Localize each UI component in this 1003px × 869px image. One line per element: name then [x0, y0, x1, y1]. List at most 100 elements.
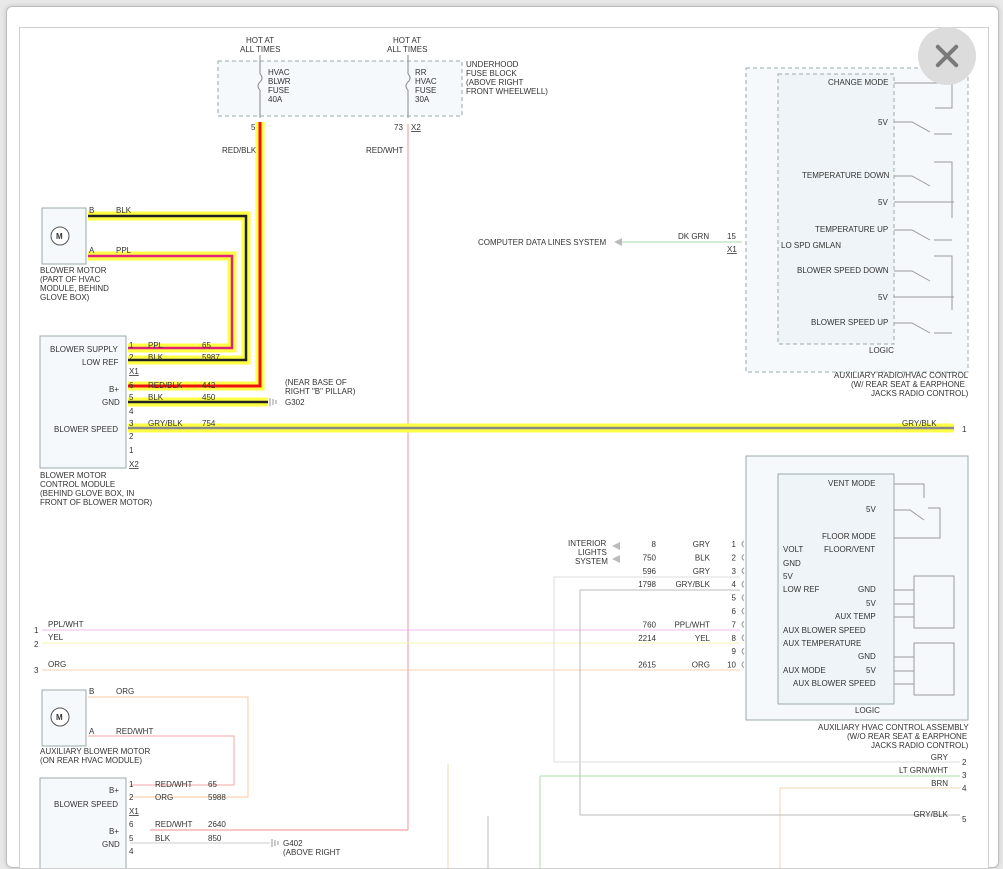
highlighted-blower-circuit: [88, 122, 954, 433]
aux-hvac-gnd: GND: [783, 559, 801, 568]
aux-hvac-5v: 5V: [866, 505, 876, 514]
aux-module-circuit6: 2640: [208, 820, 226, 829]
aux-hvac-5v-pin: 5V: [783, 572, 793, 581]
aux-motor-wire-a: RED/WHT: [116, 727, 153, 736]
aux-hvac-pin: 5: [732, 594, 737, 603]
bmcm-blower-speed: BLOWER SPEED: [54, 425, 118, 434]
aux-hvac-pin: 4: [732, 580, 737, 589]
arrow-interior-2: [612, 555, 620, 563]
aux-hvac-aux-mode: AUX MODE: [783, 666, 826, 675]
bmcm-wire1: PPL: [148, 341, 164, 350]
fuse-block-label-2: FUSE BLOCK: [466, 69, 517, 78]
aux-radio-label-1: AUXILIARY RADIO/HVAC CONTROL: [834, 371, 969, 380]
bottom-right-wire-label: GRY/BLK: [913, 810, 948, 819]
connector-symbol: [741, 621, 745, 628]
aux-hvac-wire-color: ORG: [692, 661, 710, 670]
connector-symbol: [741, 554, 745, 561]
aux-hvac-vent-mode: VENT MODE: [828, 479, 875, 488]
bmcm-circuit5: 450: [202, 393, 216, 402]
interior-lights-3: SYSTEM: [575, 557, 608, 566]
aux-hvac-pin: 7: [732, 620, 737, 629]
bmcm-label-2: CONTROL MODULE: [40, 480, 115, 489]
aux-hvac-5v-r1: 5V: [866, 599, 876, 608]
bmcm-pin6: 6: [129, 381, 134, 390]
fuse2-line4: 30A: [415, 95, 430, 104]
aux-hvac-aux-temp: AUX TEMP: [835, 612, 876, 621]
fuse-block-label-3: (ABOVE RIGHT: [466, 78, 523, 87]
aux-hvac-wire-color: GRY: [693, 540, 711, 549]
bmcm-wire6: RED/BLK: [148, 381, 183, 390]
aux-radio-temp-up: TEMPERATURE UP: [815, 225, 888, 234]
aux-hvac-volt: VOLT: [783, 545, 803, 554]
wire-aux-org: [88, 696, 249, 798]
bmcm-circuit3: 754: [202, 419, 216, 428]
aux-hvac-aux-temperature: AUX TEMPERATURE: [783, 639, 861, 648]
wire-gry-down: [553, 576, 740, 762]
fuse-symbol-1: [257, 73, 263, 91]
bmcm-pin5: 5: [129, 393, 134, 402]
aux-radio-5v-c: 5V: [878, 293, 888, 302]
ground-g402-note: (ABOVE RIGHT: [283, 848, 340, 857]
aux-radio-x1: X1: [727, 245, 737, 254]
interior-lights-2: LIGHTS: [578, 548, 607, 557]
arrow-interior-1: [612, 542, 620, 550]
aux-radio-change-mode: CHANGE MODE: [828, 78, 888, 87]
bmcm-circuit6: 442: [202, 381, 216, 390]
hot-label-2b: ALL TIMES: [387, 45, 427, 54]
fuse1-line3: FUSE: [268, 86, 289, 95]
blower-motor-pin-b: B: [89, 206, 94, 215]
aux-module-pin5: 5: [129, 834, 134, 843]
aux-hvac-pin: 1: [732, 540, 737, 549]
aux-module-wire1: RED/WHT: [155, 780, 192, 789]
ground-g402-icon: [271, 839, 279, 847]
connector-symbol: [741, 607, 745, 615]
fuse-symbol-2: [405, 73, 411, 91]
interior-lights-1: INTERIOR: [568, 539, 606, 548]
ground-g302-icon: [269, 398, 277, 406]
aux-hvac-pin: 8: [732, 634, 737, 643]
close-button[interactable]: [918, 27, 976, 85]
blower-motor-label-1: BLOWER MOTOR: [40, 266, 107, 275]
connector-symbol: [741, 634, 745, 642]
connector-symbol: [741, 540, 745, 548]
arrow-data-lines: [614, 238, 622, 246]
aux-hvac-wire-color: YEL: [695, 634, 711, 643]
aux-hvac-logic: [777, 473, 895, 705]
bmcm-bplus: B+: [109, 385, 119, 394]
aux-radio-pin15: 15: [727, 232, 736, 241]
aux-radio-5v-a: 5V: [878, 118, 888, 127]
left-pin-1: 1: [34, 626, 39, 635]
left-wire-yel: YEL: [48, 633, 64, 642]
aux-module-wire6: RED/WHT: [155, 820, 192, 829]
bottom-right-pin: 5: [962, 815, 967, 824]
fuse2-line2: HVAC: [415, 77, 437, 86]
fuse-block-label-4: FRONT WHEELWELL): [466, 87, 548, 96]
wire-label-redwht: RED/WHT: [366, 146, 403, 155]
aux-hvac-label-3: JACKS RADIO CONTROL): [871, 741, 969, 750]
aux-module-pin4: 4: [129, 847, 134, 856]
fuse-connector-x2: X2: [411, 123, 421, 132]
bmcm-pin4: 4: [129, 407, 134, 416]
aux-module-circuit1: 65: [208, 780, 217, 789]
aux-radio-lo-spd: LO SPD GMLAN: [781, 241, 841, 250]
bmcm-pin3: 3: [129, 419, 134, 428]
aux-radio-switches: [894, 82, 954, 334]
bmcm-wire3: GRY/BLK: [148, 419, 183, 428]
bottom-right-wires: [447, 761, 960, 868]
bmcm-pin1: 1: [129, 341, 134, 350]
fuse-block-label-1: UNDERHOOD: [466, 60, 519, 69]
aux-hvac-lowref: LOW REF: [783, 585, 820, 594]
bmcm-circuit2: 5987: [202, 353, 220, 362]
wire-label-dkgrn: DK GRN: [678, 232, 709, 241]
aux-module-wire2: ORG: [155, 793, 173, 802]
aux-radio-blower-up: BLOWER SPEED UP: [811, 318, 888, 327]
aux-hvac-aux-blower-speed: AUX BLOWER SPEED: [783, 626, 866, 635]
dialog-frame: HOT AT ALL TIMES HOT AT ALL TIMES HVAC B…: [6, 6, 999, 869]
aux-hvac-pin: 3: [732, 567, 737, 576]
bmcm-x2: X2: [129, 460, 139, 469]
aux-radio-logic: [777, 73, 895, 345]
ground-g402: G402: [283, 839, 303, 848]
left-wire-org: ORG: [48, 660, 66, 669]
bottom-right-wire-label: BRN: [931, 779, 948, 788]
aux-radio-temp-down: TEMPERATURE DOWN: [802, 171, 890, 180]
